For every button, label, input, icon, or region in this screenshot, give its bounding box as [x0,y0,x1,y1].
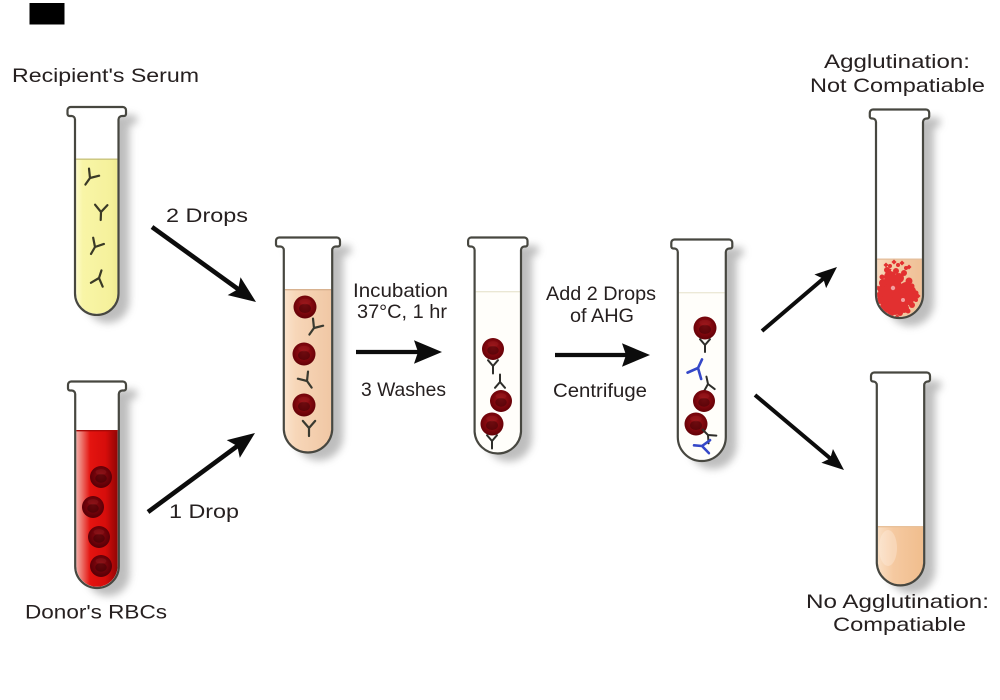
svg-text:Incubation: Incubation [353,280,448,302]
svg-text:Recipient's Serum: Recipient's Serum [12,65,199,87]
svg-text:No Agglutination:: No Agglutination: [806,591,989,613]
svg-text:37°C, 1 hr: 37°C, 1 hr [357,301,448,323]
svg-text:Agglutination:: Agglutination: [824,51,970,73]
svg-text:Not Compatiable: Not Compatiable [810,75,985,97]
svg-text:1 Drop: 1 Drop [169,501,239,523]
svg-text:2 Drops: 2 Drops [166,205,248,227]
svg-text:Compatiable: Compatiable [833,614,966,636]
svg-text:3 Washes: 3 Washes [361,379,446,401]
svg-text:Centrifuge: Centrifuge [553,380,647,402]
svg-text:Add 2 Drops: Add 2 Drops [546,283,656,305]
svg-text:of AHG: of AHG [570,305,634,327]
svg-text:Donor's RBCs: Donor's RBCs [25,602,167,624]
